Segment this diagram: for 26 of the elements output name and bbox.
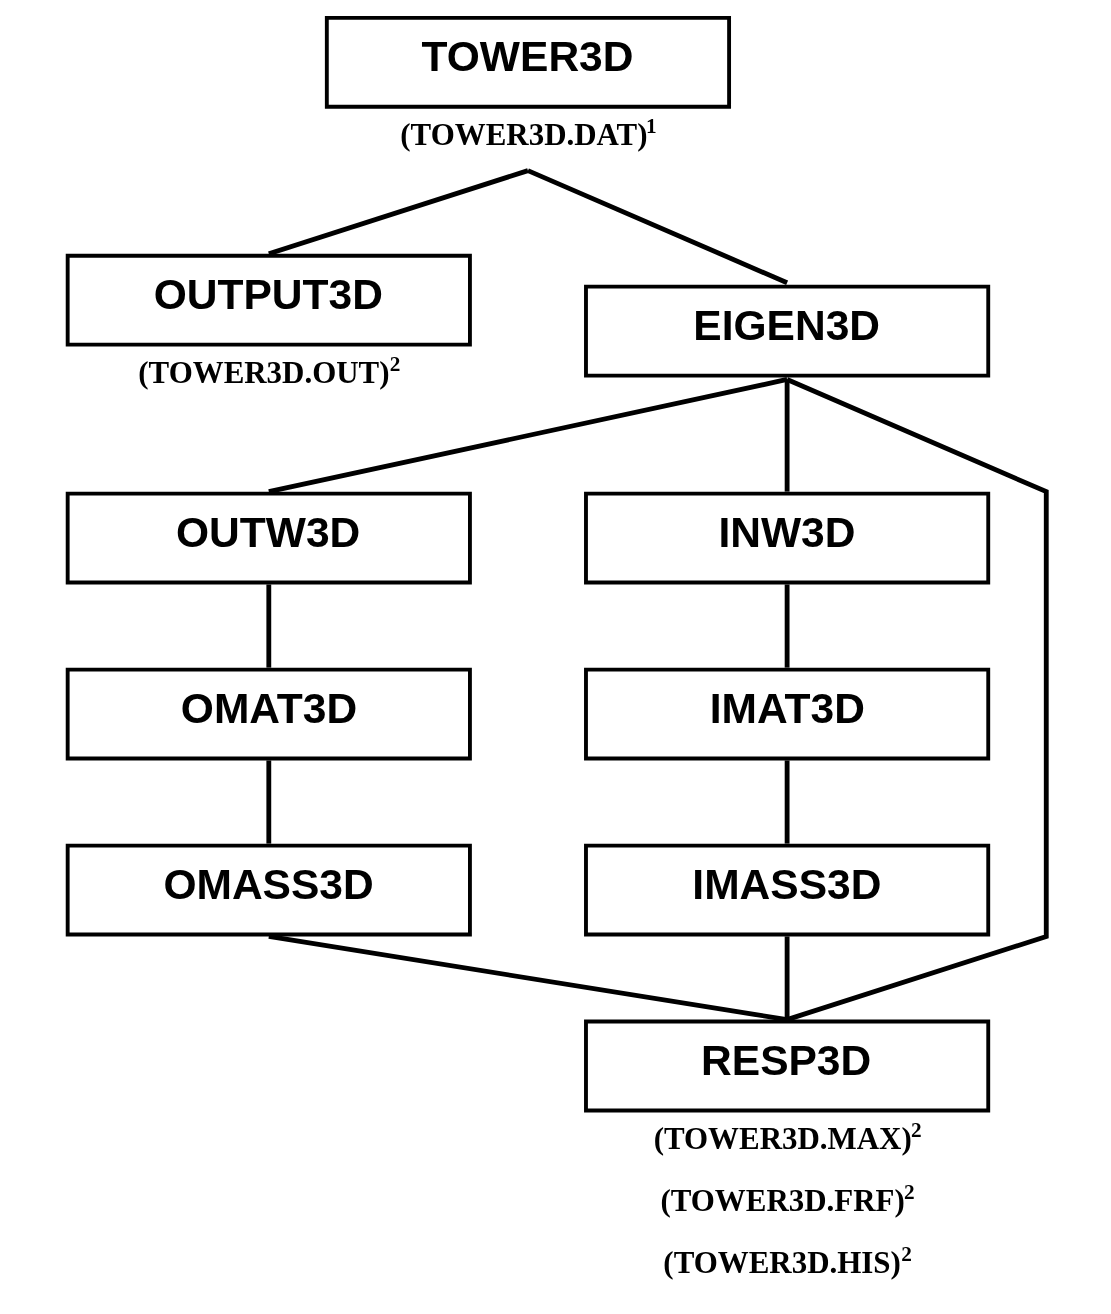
node-box: IMAT3D	[583, 667, 990, 761]
node-box: OUTPUT3D	[65, 253, 472, 347]
connector	[784, 936, 790, 1020]
connector	[267, 168, 529, 257]
node-box: OMAT3D	[65, 667, 472, 761]
node-box: OMASS3D	[65, 843, 472, 937]
node-label: (TOWER3D.DAT)$^{1}$	[399, 114, 657, 153]
node-box: INW3D	[583, 491, 990, 585]
connector	[267, 377, 788, 494]
connector	[267, 934, 787, 1022]
connector	[265, 584, 271, 668]
node-label: (TOWER3D.HIS)$^{2}$	[662, 1241, 912, 1280]
connector	[784, 379, 790, 492]
node-box: OUTW3D	[65, 491, 472, 585]
node-box: RESP3D	[583, 1019, 990, 1113]
node-box: TOWER3D	[324, 15, 731, 109]
node-label: (TOWER3D.FRF)$^{2}$	[659, 1179, 915, 1218]
connector	[785, 377, 1049, 1022]
node-label: (TOWER3D.OUT)$^{2}$	[137, 351, 400, 390]
connector	[265, 760, 271, 844]
connector	[526, 168, 788, 285]
connector	[784, 584, 790, 668]
node-box: IMASS3D	[583, 843, 990, 937]
node-label: (TOWER3D.MAX)$^{2}$	[653, 1117, 922, 1156]
node-box: EIGEN3D	[583, 284, 990, 378]
connector	[784, 760, 790, 844]
